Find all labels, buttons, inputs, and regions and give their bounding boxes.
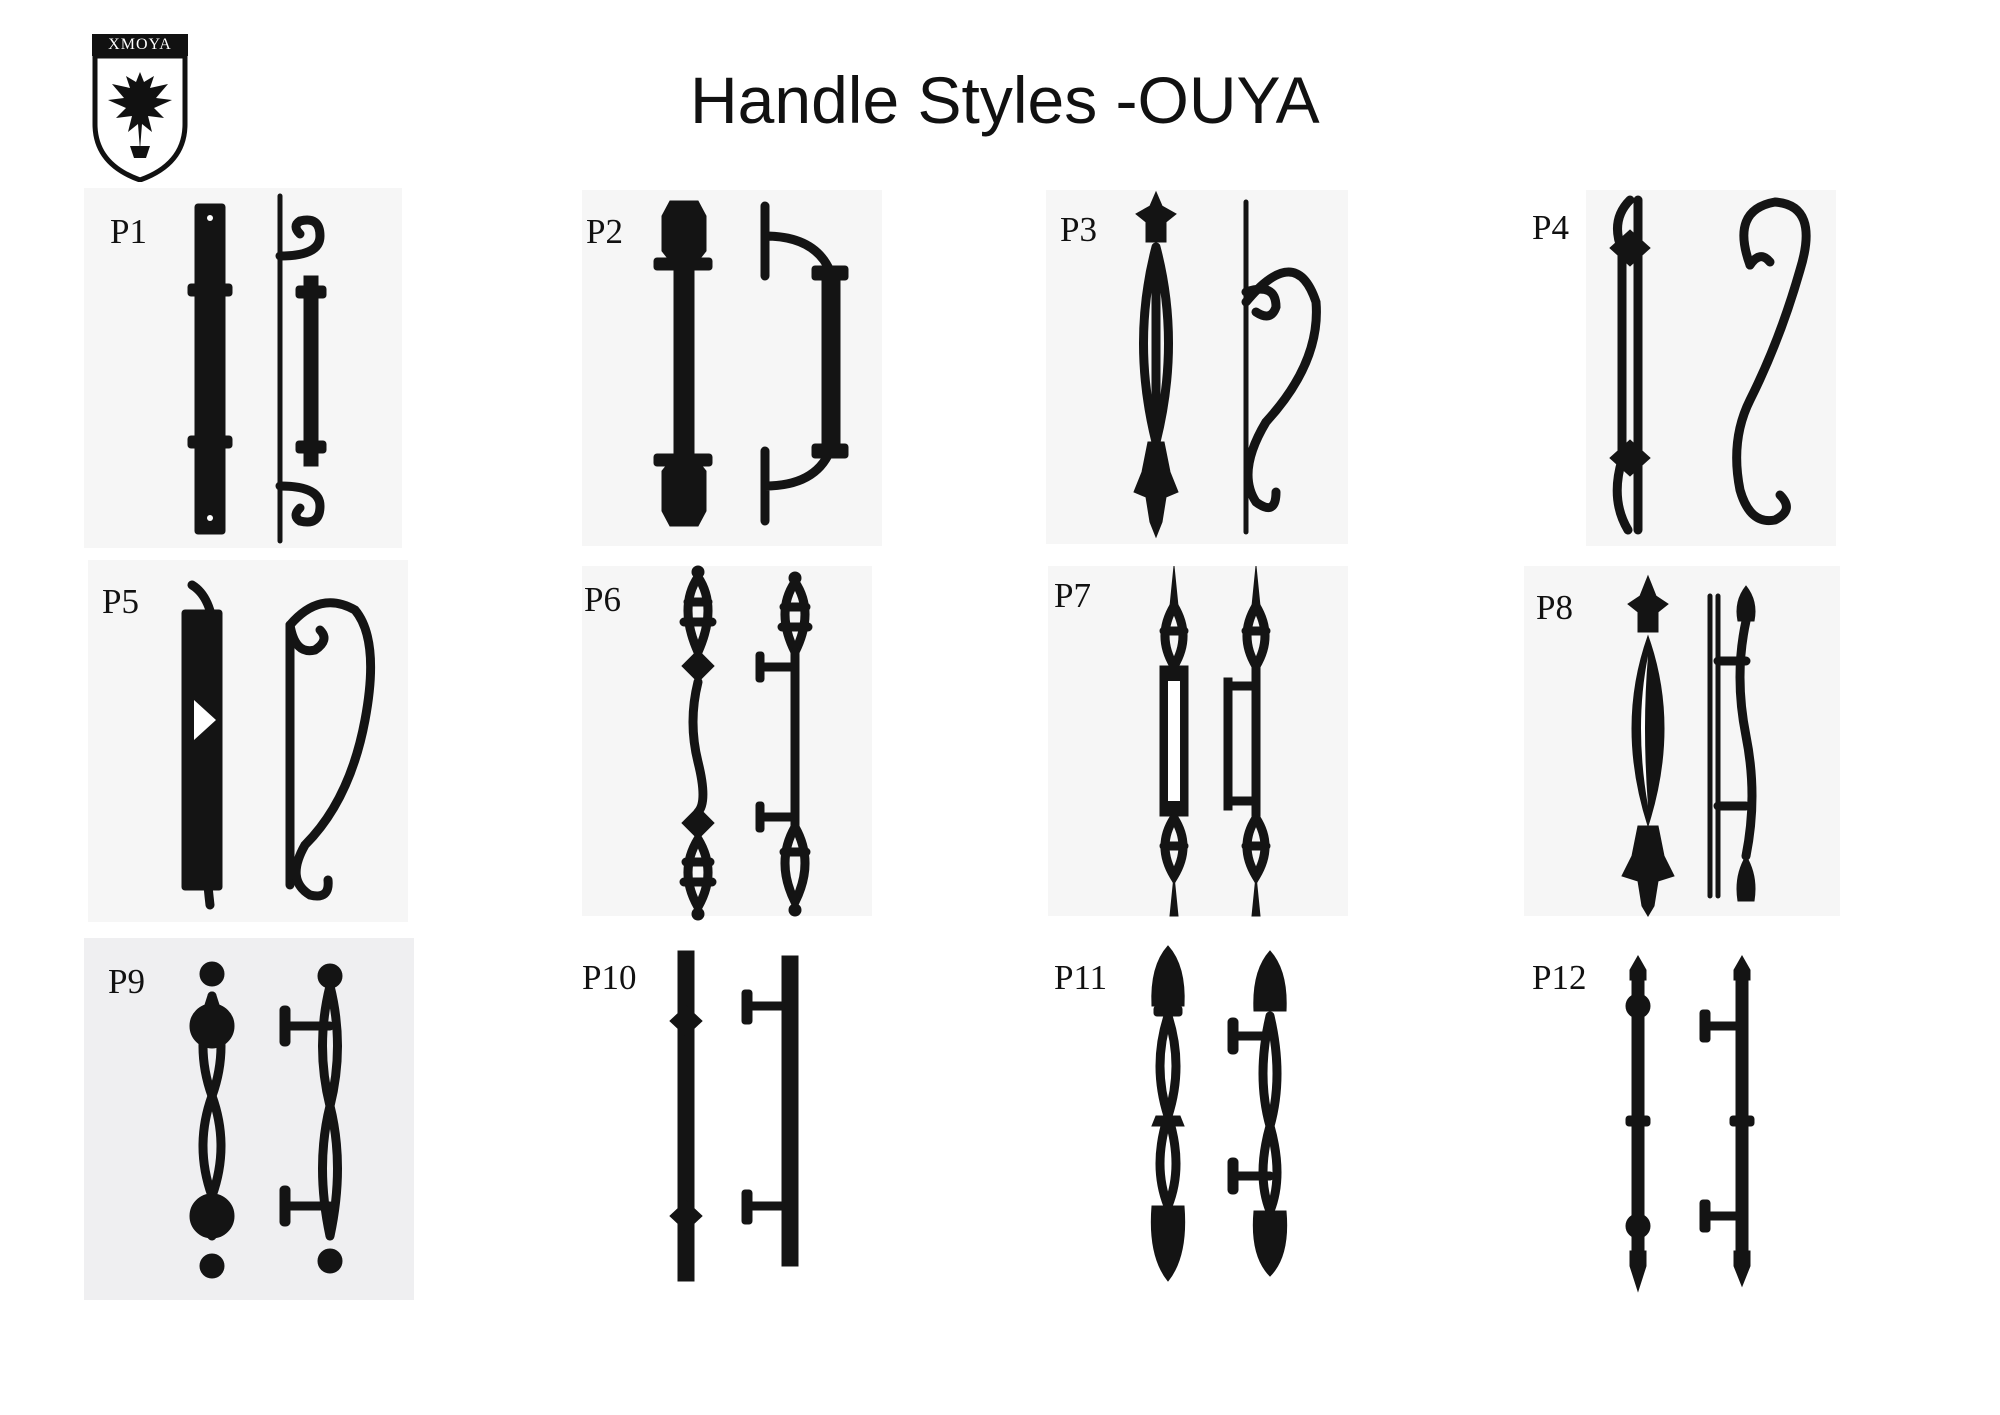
product-label-p9: P9: [108, 962, 145, 1001]
product-image-bg: [84, 938, 414, 1300]
product-image-bg: [1524, 566, 1840, 916]
product-label-p8: P8: [1536, 588, 1573, 627]
handle-image-p4: [1609, 195, 1811, 535]
handle-image-p10: [669, 950, 799, 1282]
product-label-p1: P1: [110, 212, 147, 251]
product-label-p12: P12: [1532, 958, 1587, 997]
handle-image-p9: [189, 961, 343, 1279]
product-label-p5: P5: [102, 582, 139, 621]
product-label-p10: P10: [582, 958, 637, 997]
handle-image-p11: [1150, 945, 1288, 1282]
product-label-p2: P2: [586, 212, 623, 251]
brand-logo: XMOYA: [92, 34, 188, 182]
product-image-bg: [84, 188, 402, 548]
product-image-bg: [88, 560, 408, 922]
product-label-p4: P4: [1532, 208, 1569, 247]
eagle-crest-icon: [92, 54, 188, 182]
product-image-bg: [1046, 190, 1348, 544]
product-image-bg: [582, 566, 872, 916]
handle-image-p12: [1625, 954, 1755, 1293]
product-label-p3: P3: [1060, 210, 1097, 249]
product-image-bg: [1048, 566, 1348, 916]
handle-image-p8: [1621, 574, 1757, 917]
handle-image-p3: [1133, 190, 1321, 539]
handle-image-p1: [187, 193, 327, 544]
product-label-p11: P11: [1054, 958, 1108, 997]
product-label-p7: P7: [1054, 576, 1091, 615]
handle-image-p2: [653, 200, 849, 527]
page-title: Handle Styles -OUYA: [690, 63, 1320, 137]
handle-image-p7: [1159, 565, 1271, 917]
logo-text: XMOYA: [92, 34, 188, 56]
product-label-p6: P6: [584, 580, 621, 619]
handle-image-p5: [181, 580, 376, 910]
handle-image-p6: [679, 565, 813, 921]
